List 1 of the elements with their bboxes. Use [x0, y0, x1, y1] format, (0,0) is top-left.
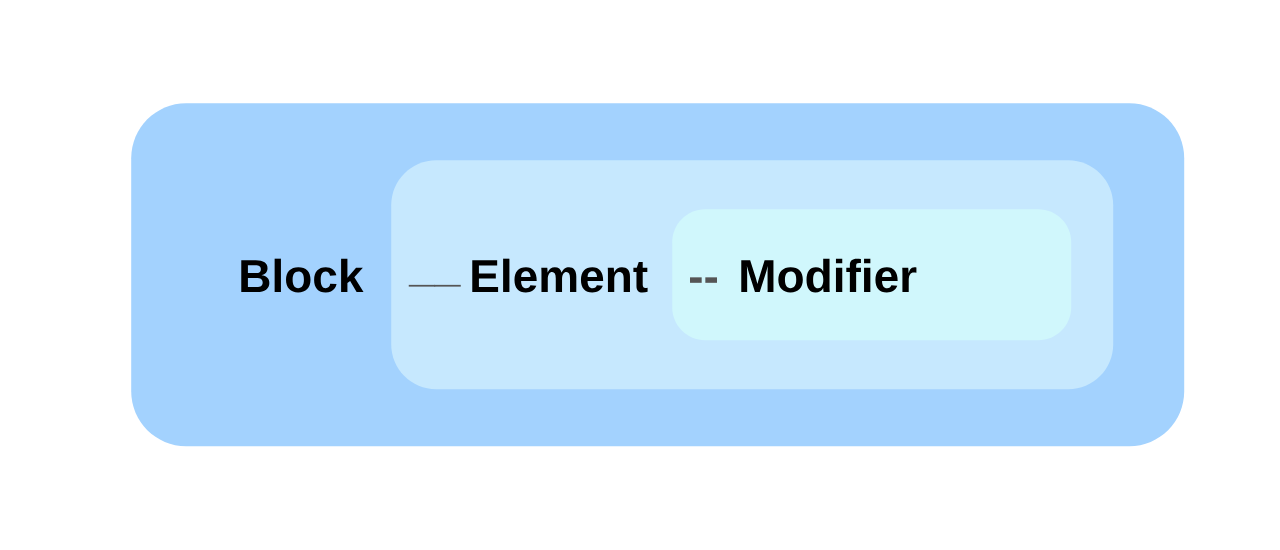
modifier-box: -- Modifier: [672, 209, 1072, 341]
